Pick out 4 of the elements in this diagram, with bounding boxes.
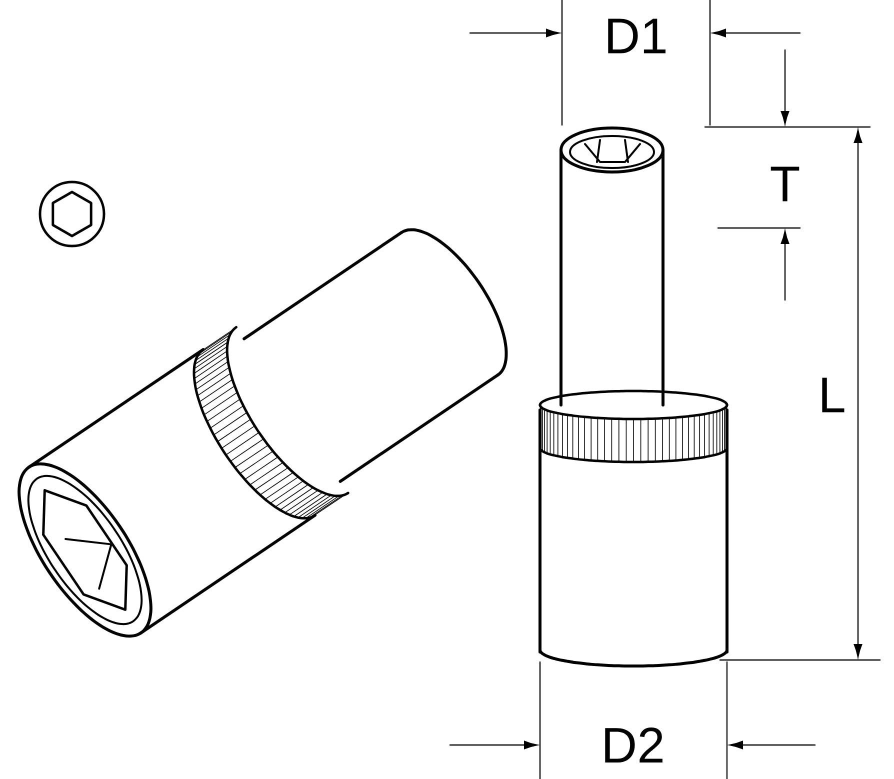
- dimension-label: D2: [605, 728, 662, 762]
- dimension-label: D1: [608, 18, 666, 54]
- dimension-label: L: [822, 378, 844, 412]
- dimension-label: T: [770, 166, 800, 202]
